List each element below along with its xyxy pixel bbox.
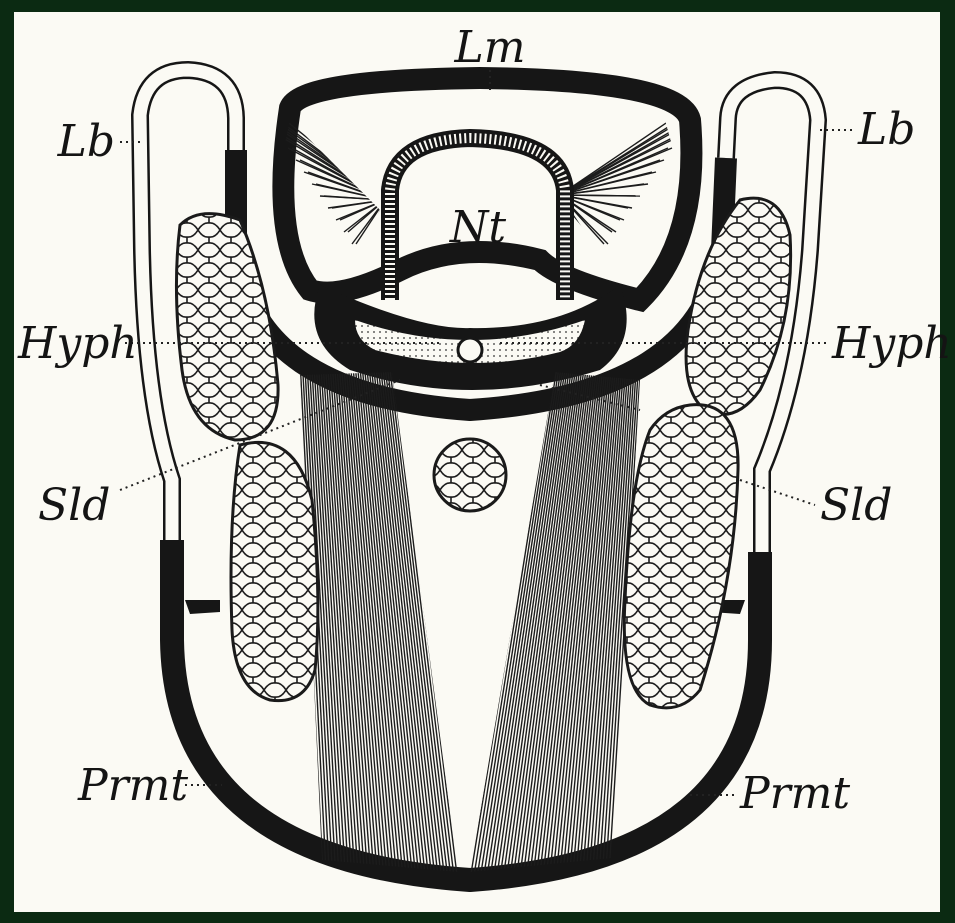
notochord (434, 439, 506, 511)
central-canal (458, 338, 482, 362)
left-lower-cell-mass (231, 442, 318, 700)
label-prmt-right: Prmt (739, 768, 850, 819)
label-sld-left: Sld (38, 480, 110, 531)
label-lb-right: Lb (857, 104, 915, 155)
left-knob (185, 600, 220, 614)
label-hyph-right: Hyph (831, 318, 952, 369)
label-lm: Lm (454, 22, 526, 73)
label-lb-left: Lb (57, 116, 115, 167)
label-prmt-left: Prmt (77, 760, 188, 811)
label-sld-right: Sld (820, 480, 892, 531)
label-nt: Nt (449, 202, 507, 253)
label-hyph-left: Hyph (17, 318, 138, 369)
